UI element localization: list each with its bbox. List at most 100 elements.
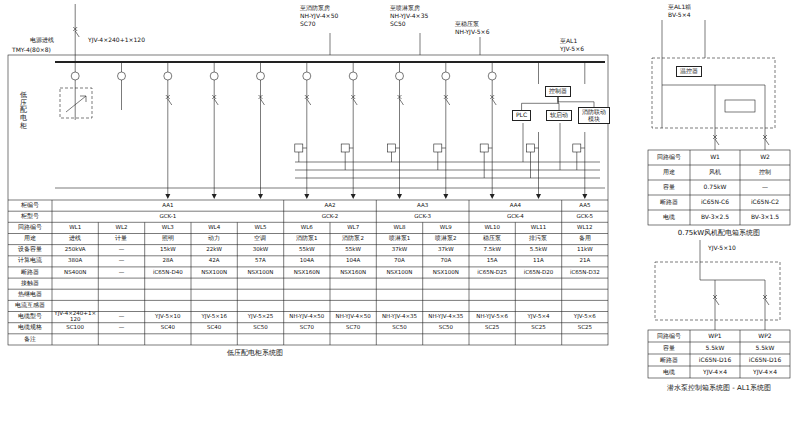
table-cell: YJV-4×240+1×120 (52, 312, 98, 323)
table-cell: YJV-5×6 (562, 312, 608, 323)
annotation-label: 0.75kW风机配电箱系统图 (678, 230, 761, 237)
fan-table-grid (648, 150, 790, 225)
table-cell: 动力 (191, 233, 237, 244)
pump-table-frame (648, 330, 790, 378)
table-cell: 备注 (8, 334, 52, 345)
annotation-label: TMY-4(80×8) (12, 47, 51, 53)
table-cell: GCK-2 (284, 211, 377, 222)
meter (210, 72, 218, 80)
table-cell: SC100 (52, 323, 98, 334)
table-cell: 备用 (562, 233, 608, 244)
fan-box-wiring (662, 20, 765, 150)
table-cell: 消防泵1 (284, 233, 330, 244)
table-cell: NH-YJV-4×50 (330, 312, 376, 323)
table-cell: 计量 (98, 233, 144, 244)
breaker (259, 95, 265, 105)
table-cell: NSX100N (237, 267, 283, 278)
table-cell: GCK-4 (469, 211, 562, 222)
table-cell: WL9 (423, 222, 469, 233)
component-label: 温控器 (680, 68, 698, 75)
table-cell: W1 (690, 150, 740, 165)
breaker (398, 95, 404, 105)
table-cell: 250kVA (52, 245, 98, 256)
table-cell: — (740, 180, 790, 195)
table-cell: iC65N-D16 (690, 354, 740, 366)
table-cell: 消防泵2 (330, 233, 376, 244)
fan-table-frame (648, 150, 790, 225)
arrow (212, 194, 217, 199)
annotation-label: NH-YJV-5×6 (455, 29, 489, 35)
annotation-label: 至AL1箱 (668, 4, 691, 10)
table-cell: 回路编号 (648, 330, 690, 342)
meter (396, 72, 404, 80)
annotation-label: 低压配电柜 (20, 92, 27, 130)
table-cell: SC50 (237, 323, 283, 334)
table-cell: 断路器 (648, 195, 690, 210)
incoming-line (75, 4, 121, 120)
table-cell: AA4 (469, 200, 562, 211)
table-cell: WL3 (145, 222, 191, 233)
meters (71, 72, 496, 80)
annotation-label: YJV-5×6 (560, 46, 584, 52)
main-busbar (55, 61, 605, 63)
annotation-label: 至稳压泵 (455, 21, 479, 27)
table-cell: WL5 (237, 222, 283, 233)
arrow (536, 194, 541, 199)
table-cell: 用途 (8, 233, 52, 244)
feeder-breakers (166, 95, 496, 105)
table-cell: 断路器 (8, 267, 52, 278)
table-cell: NH-YJV-5×6 (469, 312, 515, 323)
contactor (388, 144, 400, 152)
table-cell: WL12 (562, 222, 608, 233)
arrow (351, 194, 356, 199)
table-cell: 28A (145, 256, 191, 267)
table-cell: YJV-5×25 (237, 312, 283, 323)
table-cell: SC70 (284, 323, 330, 334)
table-cell: YJV-5×10 (145, 312, 191, 323)
neutral-bar (55, 188, 605, 189)
meter (442, 72, 450, 80)
table-cell: SC70 (330, 323, 376, 334)
annotation-label: YJV-4×240+1×120 (88, 37, 145, 43)
table-cell: 7.5kW (469, 245, 515, 256)
control-connector (522, 97, 558, 110)
contactor (341, 144, 353, 152)
annotation-label: 电源进线 (30, 37, 54, 43)
breaker (166, 95, 172, 105)
metering-symbol (66, 96, 86, 112)
meter (349, 72, 357, 80)
incoming-breaker (73, 27, 79, 37)
breaker (444, 95, 450, 105)
table-cell: 电缆型号 (8, 312, 52, 323)
table-cell: YJV-5×16 (191, 312, 237, 323)
table-cell: 5.5kW (515, 245, 561, 256)
table-cell: YJV-4×4 (690, 366, 740, 378)
annotation-label: 至喷淋泵房 (390, 5, 420, 11)
table-cell: 稳压泵 (469, 233, 515, 244)
table-cell: 42A (191, 256, 237, 267)
table-cell: AA3 (376, 200, 469, 211)
breaker (490, 95, 496, 105)
table-cell: 设备容量 (8, 245, 52, 256)
component-label: 软启动 (550, 112, 568, 119)
arrow (258, 194, 263, 199)
table-cell: — (98, 267, 144, 278)
component-box: 消防联动模块 (578, 107, 610, 124)
table-cell: iC65N-D20 (515, 267, 561, 278)
table-cell: — (98, 323, 144, 334)
table-cell: 22kW (191, 245, 237, 256)
table-cell: 21A (562, 256, 608, 267)
table-cell: 容量 (648, 180, 690, 195)
arrow (304, 194, 309, 199)
table-cell: YJV-4×4 (740, 366, 790, 378)
table-cell: 接触器 (8, 278, 52, 289)
table-cell: YJV-5×4 (515, 312, 561, 323)
table-cell: AA2 (284, 200, 377, 211)
table-cell: NH-YJV-4×35 (376, 312, 422, 323)
breaker (305, 95, 311, 105)
component-box: 温控器 (676, 66, 702, 77)
table-cell: 电缆 (648, 366, 690, 378)
component-box: 软启动 (546, 110, 572, 121)
